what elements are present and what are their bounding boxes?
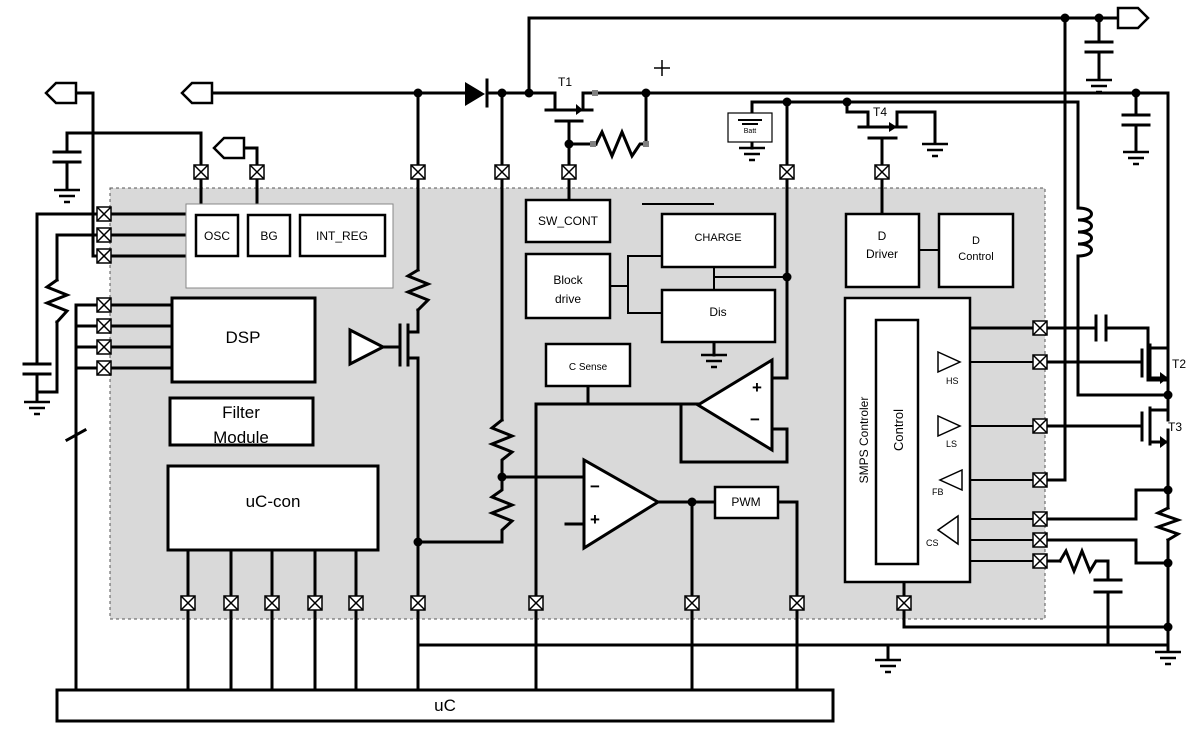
charge-block (660, 212, 777, 269)
int-reg-block (298, 213, 387, 258)
d-control-block (937, 212, 1015, 289)
comparator-plus: + (590, 510, 600, 529)
transistors (348, 60, 1170, 448)
hs-label: HS (946, 376, 959, 386)
block-drive-label-1: Block (553, 273, 583, 287)
dsp-label: DSP (226, 328, 261, 347)
junctions (413, 13, 1173, 632)
uc-block (55, 688, 835, 723)
t4-label: T4 (873, 105, 887, 119)
pwm-label: PWM (731, 495, 760, 509)
osc-label: OSC (204, 229, 230, 243)
control-label: Control (891, 409, 906, 451)
block-drive-block (524, 252, 612, 320)
c-sense-label: C Sense (569, 362, 608, 373)
osc-block (194, 213, 240, 258)
smps-controller-label: SMPS Controler (857, 397, 871, 484)
comparator-minus: − (590, 477, 600, 496)
uc-con-block (166, 464, 380, 552)
fb-label: FB (932, 487, 944, 497)
bg-label: BG (260, 229, 277, 243)
capacitors (22, 40, 1151, 594)
control-block (874, 318, 920, 566)
t2-label: T2 (1172, 357, 1186, 371)
block-drive-label-2: drive (555, 292, 581, 306)
d-control-label-1: D (972, 235, 980, 247)
filter-module-label-1: Filter (222, 403, 260, 422)
uc-label: uC (434, 696, 456, 715)
dis-block (660, 288, 777, 344)
ls-label: LS (946, 439, 957, 449)
charge-opamp-plus: + (752, 378, 762, 397)
uc-con-label: uC-con (246, 492, 301, 511)
pwm-comparator (582, 457, 661, 551)
t3-label: T3 (1168, 420, 1182, 434)
t1-label: T1 (558, 75, 572, 89)
int-reg-label: INT_REG (316, 229, 368, 243)
charge-opamp (695, 357, 774, 453)
c-sense-block (544, 342, 632, 388)
d-driver-block (844, 212, 921, 289)
d-driver-label-1: D (878, 229, 887, 243)
battery-label: Batt (744, 128, 757, 135)
charge-opamp-minus: − (750, 410, 760, 429)
sw-cont-block (524, 198, 612, 244)
dis-label: Dis (709, 305, 726, 319)
resistors (42, 267, 1183, 543)
sw-cont-label: SW_CONT (538, 214, 599, 228)
battery-symbol (727, 112, 773, 143)
filter-module-block (168, 396, 315, 447)
dsp-block (170, 296, 317, 384)
charge-label: CHARGE (694, 232, 741, 244)
inductor (1076, 206, 1093, 264)
pwm-block (713, 485, 780, 520)
filter-module-label-2: Module (213, 428, 269, 447)
d-driver-label-2: Driver (866, 247, 898, 261)
ports (44, 6, 1150, 160)
bg-block (246, 213, 292, 258)
cs-label: CS (926, 538, 939, 548)
d-control-label-2: Control (958, 251, 993, 263)
